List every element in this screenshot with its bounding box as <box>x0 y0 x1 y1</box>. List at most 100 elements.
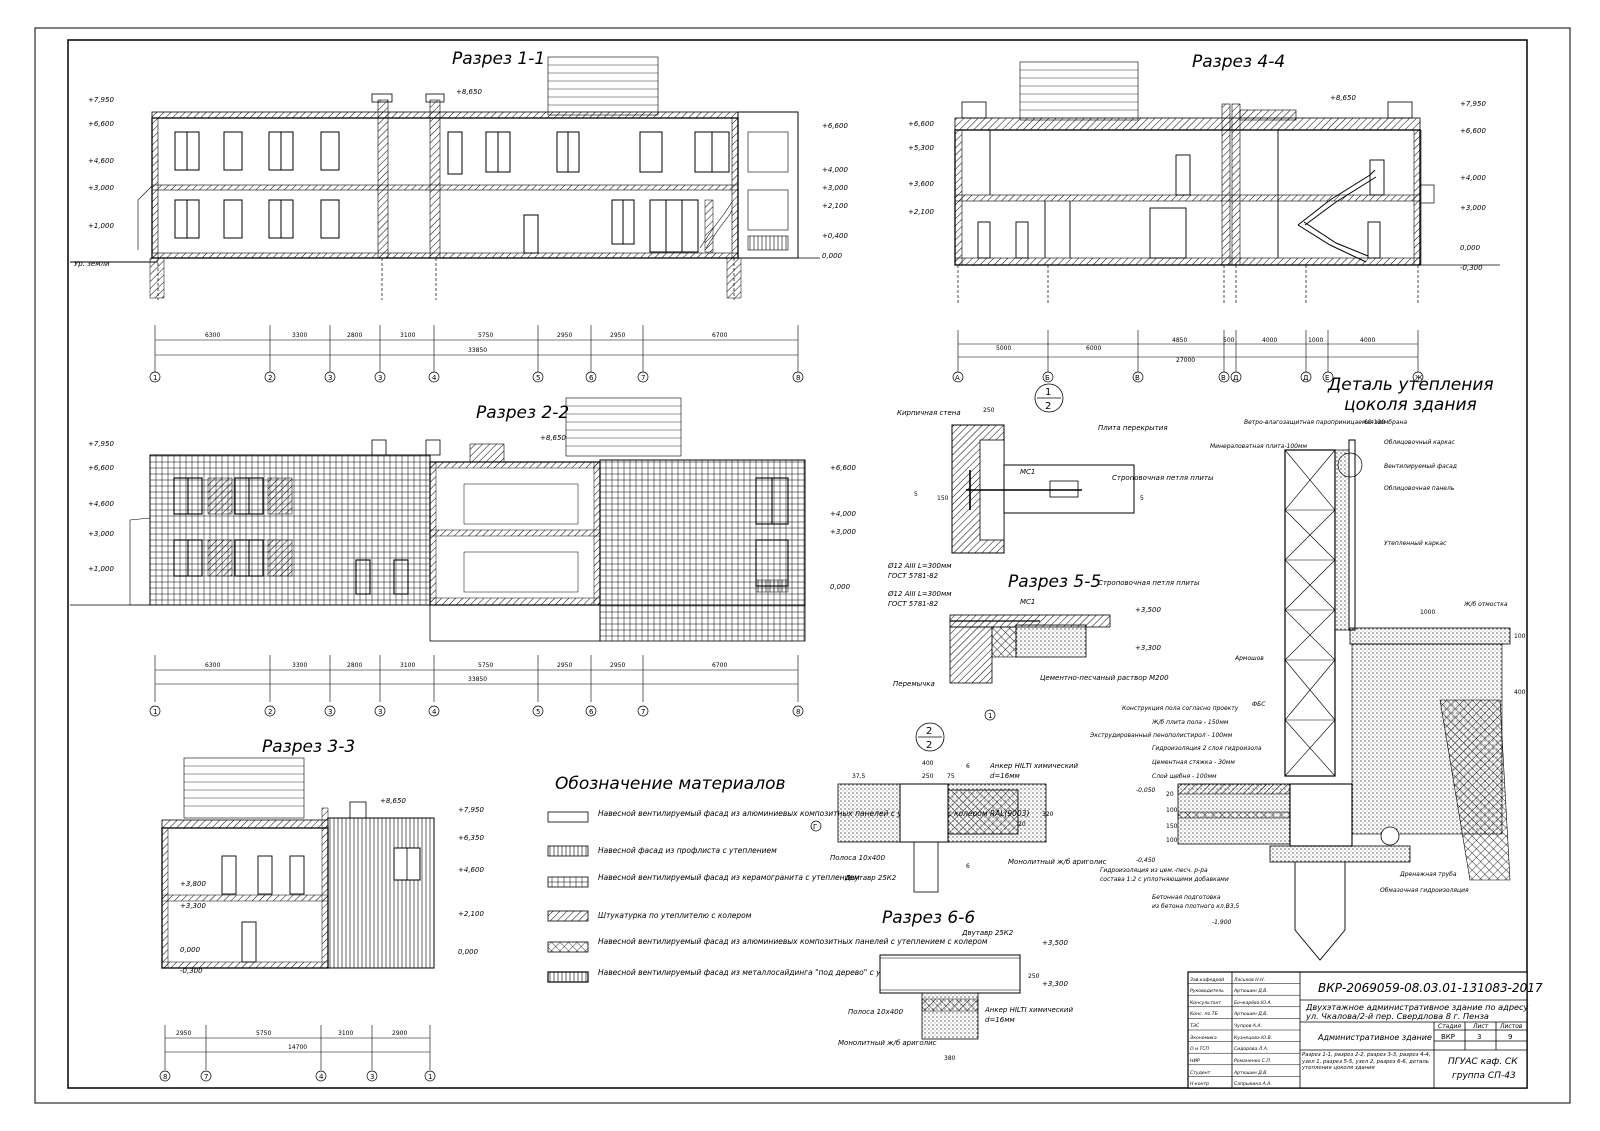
svg-text:Гидроизоляция 2 слоя гидроизол: Гидроизоляция 2 слоя гидроизола <box>1152 745 1262 752</box>
node-2: 2 2 Г Анкер HILTI химический d=16мм Поло… <box>810 722 1107 893</box>
svg-text:Листов: Листов <box>1499 1023 1523 1030</box>
svg-text:4000: 4000 <box>1360 337 1375 344</box>
svg-text:+6,600: +6,600 <box>908 120 934 128</box>
svg-text:-0,050: -0,050 <box>1136 787 1156 794</box>
svg-text:Облицовочный каркас: Облицовочный каркас <box>1384 439 1456 446</box>
svg-text:5: 5 <box>536 708 540 716</box>
svg-text:Вентилируемый фасад: Вентилируемый фасад <box>1384 463 1457 470</box>
svg-text:+4,000: +4,000 <box>1460 174 1486 182</box>
legend-item-1: Навесной вентилируемый фасад из алюминие… <box>598 809 1029 818</box>
svg-text:+6,600: +6,600 <box>88 120 114 128</box>
section-1-1: Разрез 1-1 <box>70 49 848 383</box>
materials-legend: Обозначение материалов Навесной вентилир… <box>547 774 1029 983</box>
svg-text:Студент: Студент <box>1190 1070 1211 1076</box>
section-5-5-title: Разрез 5-5 <box>1008 572 1101 592</box>
svg-text:Сидорова Л.А.: Сидорова Л.А. <box>1234 1046 1268 1052</box>
section-2-2-title: Разрез 2-2 <box>476 403 569 423</box>
section-1-1-title: Разрез 1-1 <box>452 49 545 69</box>
svg-text:6700: 6700 <box>712 332 727 339</box>
svg-text:Кузнецова Ю.В.: Кузнецова Ю.В. <box>1234 1035 1272 1041</box>
svg-text:Д: Д <box>1233 374 1239 382</box>
svg-text:8: 8 <box>796 708 800 716</box>
svg-text:6000: 6000 <box>1086 345 1101 352</box>
svg-text:Строповочная петля плиты: Строповочная петля плиты <box>1112 474 1214 482</box>
svg-text:+2,100: +2,100 <box>822 202 848 210</box>
svg-text:-0,300: -0,300 <box>180 967 203 975</box>
svg-text:+3,000: +3,000 <box>88 184 114 192</box>
svg-text:Бочкарёва Ю.А.: Бочкарёва Ю.А. <box>1234 1000 1272 1006</box>
svg-text:6700: 6700 <box>712 662 727 669</box>
svg-text:Ж: Ж <box>1415 374 1423 382</box>
svg-text:3100: 3100 <box>400 662 415 669</box>
svg-text:1000: 1000 <box>1308 337 1323 344</box>
svg-text:3: 3 <box>328 708 332 716</box>
legend-item-5: Навесной вентилируемый фасад из алюминие… <box>598 937 988 946</box>
svg-text:+4,000: +4,000 <box>822 166 848 174</box>
svg-text:+7,950: +7,950 <box>458 806 484 814</box>
svg-text:2800: 2800 <box>347 662 362 669</box>
svg-text:250: 250 <box>922 773 934 780</box>
svg-text:О и ТСП: О и ТСП <box>1190 1046 1210 1052</box>
svg-text:3: 3 <box>378 374 382 382</box>
svg-text:Сапрыкина А.А.: Сапрыкина А.А. <box>1234 1081 1272 1087</box>
svg-text:ГОСТ 5781-82: ГОСТ 5781-82 <box>888 600 939 608</box>
stamp-org-1: ПГУАС каф. СК <box>1448 1057 1518 1067</box>
svg-text:20: 20 <box>1018 821 1026 828</box>
legend-title: Обозначение материалов <box>555 774 786 794</box>
svg-text:Двутавр 25К2: Двутавр 25К2 <box>844 874 897 882</box>
svg-text:+8,650: +8,650 <box>456 88 482 96</box>
svg-text:Артюшин Д.В.: Артюшин Д.В. <box>1233 988 1268 994</box>
svg-text:1: 1 <box>988 712 992 720</box>
svg-text:ФБС: ФБС <box>1252 701 1266 708</box>
svg-text:2: 2 <box>926 726 932 737</box>
inner-frame <box>67 39 1528 1089</box>
svg-text:ВКР: ВКР <box>1441 1033 1455 1041</box>
svg-text:Плита перекрытия: Плита перекрытия <box>1098 424 1168 432</box>
svg-text:МС1: МС1 <box>1020 598 1035 606</box>
svg-text:В: В <box>1221 374 1226 382</box>
svg-text:+3,000: +3,000 <box>830 528 856 536</box>
svg-text:1000: 1000 <box>1420 609 1435 616</box>
svg-text:Д: Д <box>1303 374 1309 382</box>
svg-text:+3,300: +3,300 <box>1042 980 1068 988</box>
svg-text:8: 8 <box>796 374 800 382</box>
svg-text:1: 1 <box>153 374 157 382</box>
svg-text:6: 6 <box>589 708 594 716</box>
svg-text:-0,300: -0,300 <box>1460 264 1483 272</box>
svg-text:Обмазочная гидроизоляция: Обмазочная гидроизоляция <box>1380 887 1469 894</box>
svg-text:+3,000: +3,000 <box>822 184 848 192</box>
svg-text:+7,950: +7,950 <box>88 96 114 104</box>
svg-text:+3,500: +3,500 <box>1135 606 1161 614</box>
svg-text:Минераловатная плита-100мм: Минераловатная плита-100мм <box>1210 443 1307 450</box>
svg-text:3300: 3300 <box>292 332 307 339</box>
svg-text:14700: 14700 <box>288 1044 307 1051</box>
svg-text:Чупров А.А.: Чупров А.А. <box>1234 1023 1262 1029</box>
svg-text:8: 8 <box>163 1073 167 1081</box>
svg-text:33850: 33850 <box>468 676 487 683</box>
svg-text:250: 250 <box>983 407 995 414</box>
stamp-sheet-title: Разрез 1-1, разрез 2-2, разрез 3-3, разр… <box>1302 1052 1431 1071</box>
svg-text:Консультант: Консультант <box>1190 1000 1221 1006</box>
svg-text:5: 5 <box>1140 495 1144 502</box>
svg-text:1: 1 <box>153 708 157 716</box>
svg-text:2: 2 <box>268 708 272 716</box>
legend-item-2: Навесной фасад из профлиста с утеплением <box>598 846 777 855</box>
svg-text:А: А <box>955 374 960 382</box>
stamp-building: Административное здание <box>1317 1033 1432 1042</box>
svg-text:Ур. земли: Ур. земли <box>74 260 110 268</box>
svg-text:0,000: 0,000 <box>830 583 851 591</box>
svg-text:Конс. по ТБ: Конс. по ТБ <box>1190 1011 1218 1017</box>
svg-text:+7,950: +7,950 <box>1460 100 1486 108</box>
svg-text:-1,900: -1,900 <box>1212 919 1232 926</box>
svg-text:7: 7 <box>204 1073 208 1081</box>
svg-text:Экструдированный пенополистиро: Экструдированный пенополистирол - 100мм <box>1089 732 1233 739</box>
svg-text:+2,100: +2,100 <box>458 910 484 918</box>
svg-text:400: 400 <box>922 760 934 767</box>
svg-text:+3,600: +3,600 <box>908 180 934 188</box>
svg-text:Лист: Лист <box>1472 1023 1489 1030</box>
svg-text:+3,000: +3,000 <box>88 530 114 538</box>
svg-text:3100: 3100 <box>400 332 415 339</box>
svg-text:380: 380 <box>944 1055 956 1062</box>
section-5-5: Разрез 5-5 Ø12 AIII L=300мм ГОСТ 5781-82… <box>887 572 1200 721</box>
svg-text:+4,600: +4,600 <box>88 500 114 508</box>
